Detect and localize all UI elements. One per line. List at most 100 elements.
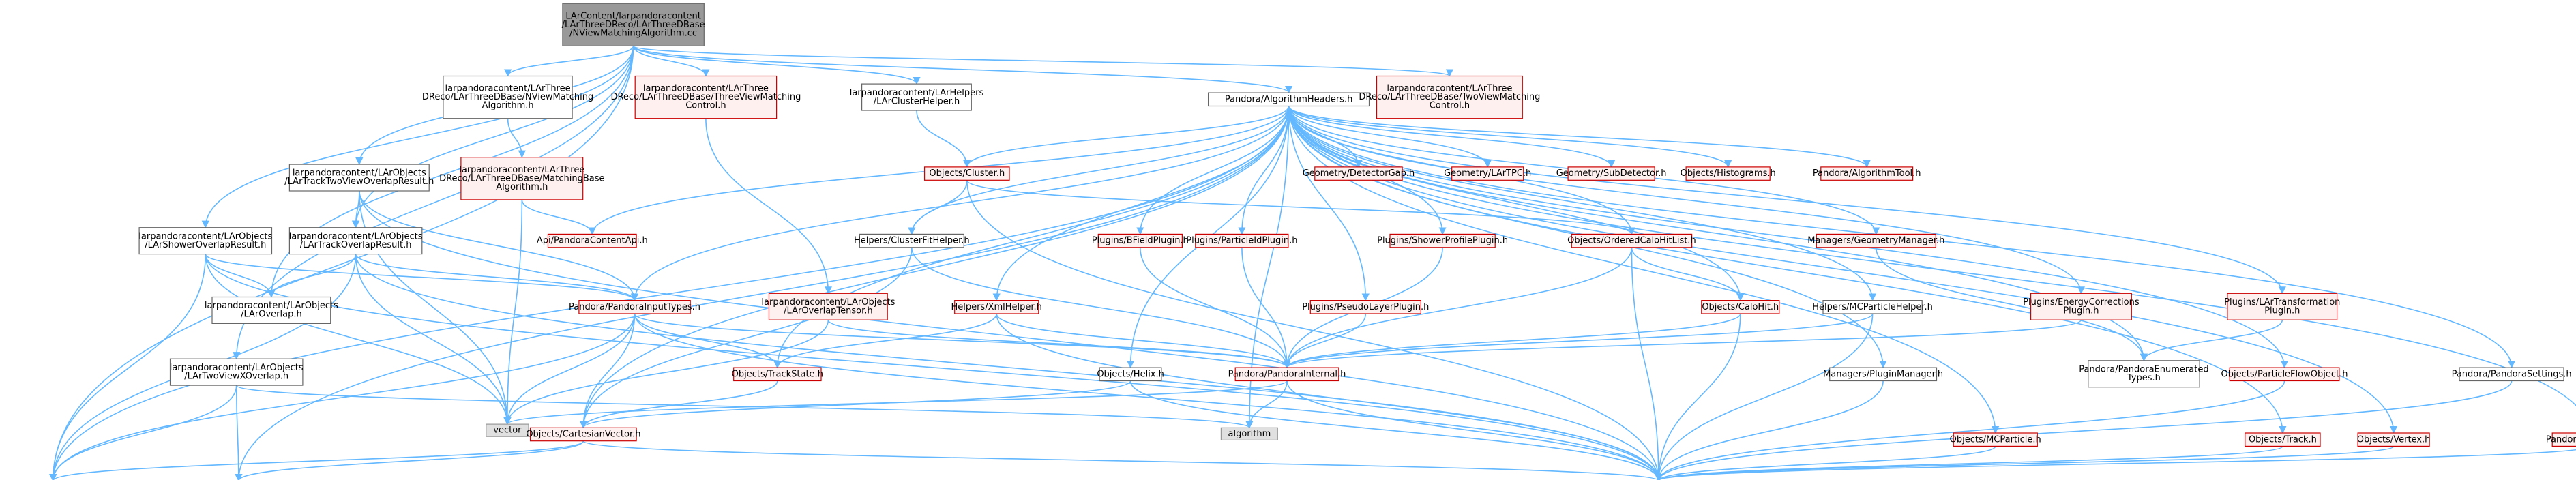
node-box	[1816, 233, 1936, 248]
node-bfp[interactable]: Plugins/BFieldPlugin.h	[1092, 233, 1189, 248]
edge-track-to-psc	[1655, 445, 2283, 480]
node-helix[interactable]: Objects/Helix.h	[1097, 367, 1164, 382]
node-obj_hist[interactable]: Objects/Histograms.h	[1681, 166, 1776, 181]
node-box	[211, 296, 331, 325]
node-label: Types.h	[2127, 373, 2161, 383]
node-api[interactable]: Api/PandoraContentApi.h	[537, 233, 648, 248]
node-vector[interactable]: vector	[486, 423, 529, 437]
node-label: /NViewMatchingAlgorithm.cc	[569, 28, 697, 38]
node-box	[2459, 367, 2564, 382]
edge-xml-to-trackstate	[773, 313, 997, 369]
node-ochl[interactable]: Objects/OrderedCaloHitList.h	[1567, 233, 1696, 248]
node-pit[interactable]: Pandora/PandoraInputTypes.h	[569, 300, 700, 314]
edge-pah-to-geo_sub	[1288, 106, 1616, 168]
node-pdg[interactable]: Pandora/PdgTable.h	[2546, 432, 2576, 447]
edge-pit-to-psc	[634, 314, 1663, 480]
node-cfh[interactable]: Helpers/ClusterFitHelper.h	[854, 233, 970, 248]
node-box	[1234, 367, 1339, 382]
node-cv[interactable]: Objects/CartesianVector.h	[526, 427, 640, 442]
node-algorithm[interactable]: algorithm	[1220, 427, 1278, 440]
node-mcp[interactable]: Objects/MCParticle.h	[1950, 432, 2041, 447]
node-box	[2551, 432, 2576, 447]
edge-sor-to-overlap	[205, 254, 276, 298]
edge-pah-to-pdg	[1288, 106, 2576, 406]
node-track[interactable]: Objects/Track.h	[2245, 432, 2321, 447]
node-box	[2357, 432, 2430, 447]
node-tor[interactable]: larpandoracontent/LArObjects/LArTrackOve…	[288, 227, 423, 255]
node-box	[1314, 166, 1403, 181]
node-trackstate[interactable]: Objects/TrackState.h	[732, 367, 823, 382]
node-root[interactable]: LArContent/larpandoracontent/LArThreeDRe…	[562, 3, 705, 47]
node-box	[1701, 300, 1780, 314]
node-twvo[interactable]: larpandoracontent/LArObjects/LArTwoViewX…	[170, 358, 304, 386]
node-ttvor[interactable]: larpandoracontent/LArObjects/LArTrackTwo…	[284, 164, 434, 192]
node-label: Objects/TrackState.h	[732, 369, 823, 379]
node-pah[interactable]: Pandora/AlgorithmHeaders.h	[1207, 92, 1370, 107]
node-label: Helpers/MCParticleHelper.h	[1812, 302, 1933, 312]
node-overlap[interactable]: larpandoracontent/LArObjects/LArOverlap.…	[205, 296, 338, 325]
node-ppi[interactable]: Pandora/PandoraInternal.h	[1228, 367, 1346, 382]
node-label: Geometry/SubDetector.h	[1556, 168, 1667, 179]
edge-pit-to-cv	[579, 314, 636, 429]
edge-cv-to-psc	[582, 440, 1662, 480]
node-label: larpandoracontent/LArThree	[459, 165, 584, 175]
edge-mcph-to-psc	[1655, 314, 1874, 480]
node-label: /LArOverlap.h	[241, 310, 302, 320]
node-geo_tpc[interactable]: Geometry/LArTPC.h	[1444, 166, 1531, 181]
edge-pah-to-cv	[579, 106, 1290, 429]
node-plp[interactable]: Plugins/PseudoLayerPlugin.h	[1302, 300, 1429, 314]
node-box	[2088, 360, 2200, 388]
node-spp[interactable]: Plugins/ShowerProfilePlugin.h	[1377, 233, 1508, 248]
node-xml[interactable]: Helpers/XmlHelper.h	[951, 300, 1042, 314]
node-alg_tool[interactable]: Pandora/AlgorithmTool.h	[1813, 166, 1921, 181]
node-box	[923, 166, 1010, 181]
edge-twvo-to-cmath	[49, 385, 237, 480]
node-label: Helpers/XmlHelper.h	[951, 302, 1041, 312]
edge-ochl-to-psc	[1631, 247, 1663, 480]
node-pfo[interactable]: Objects/ParticleFlowObject.h	[2221, 367, 2348, 382]
node-label: /LArOverlapTensor.h	[784, 306, 872, 316]
edge-mgm-to-pet	[1876, 247, 2148, 361]
node-label: Plugins/BFieldPlugin.h	[1092, 236, 1189, 246]
node-label: Objects/OrderedCaloHitList.h	[1567, 236, 1696, 246]
edge-ochl-to-ppi	[1283, 247, 1633, 369]
node-box	[1567, 166, 1655, 181]
node-twvm_h[interactable]: larpandoracontent/LArThreeDReco/LArThree…	[1359, 75, 1540, 119]
node-label: vector	[493, 425, 522, 436]
node-mgm[interactable]: Managers/GeometryManager.h	[1807, 233, 1944, 248]
node-pip[interactable]: Plugins/ParticleIdPlugin.h	[1186, 233, 1298, 248]
node-mplug[interactable]: Managers/PluginManager.h	[1823, 367, 1943, 382]
node-label: Objects/Vertex.h	[2357, 434, 2431, 445]
node-label: Api/PandoraContentApi.h	[537, 236, 648, 246]
node-tvm_h[interactable]: larpandoracontent/LArThreeDReco/LArThree…	[610, 75, 801, 119]
edge-cluster-to-cfh	[908, 180, 968, 235]
node-label: larpandoracontent/LArThree	[445, 84, 571, 94]
node-box	[288, 227, 423, 255]
node-geo_gap[interactable]: Geometry/DetectorGap.h	[1303, 166, 1415, 181]
node-ch_h[interactable]: larpandoracontent/LArHelpers/LArClusterH…	[850, 83, 984, 111]
edge-pah-to-pfo	[1288, 106, 2289, 369]
node-vertex[interactable]: Objects/Vertex.h	[2357, 432, 2431, 447]
node-sor[interactable]: larpandoracontent/LArObjects/LArShowerOv…	[138, 227, 272, 255]
node-nvm_h[interactable]: larpandoracontent/LArThreeDReco/LArThree…	[422, 75, 593, 119]
edge-calohit-to-ppi	[1283, 313, 1741, 369]
edge-mcp-to-psc	[1655, 445, 1996, 480]
edge-twvo-to-algorithm	[235, 385, 1254, 429]
node-cluster[interactable]: Objects/Cluster.h	[923, 166, 1010, 181]
node-box	[1953, 432, 2038, 447]
node-ovt[interactable]: larpandoracontent/LArObjects/LArOverlapT…	[761, 292, 895, 320]
node-mba[interactable]: larpandoracontent/LArThreeDReco/LArThree…	[439, 157, 605, 200]
node-box	[1220, 427, 1278, 440]
node-geo_sub[interactable]: Geometry/SubDetector.h	[1556, 166, 1667, 181]
edge-pah-to-mcph	[1288, 106, 1877, 301]
node-pset[interactable]: Pandora/PandoraSettings.h	[2452, 367, 2572, 382]
node-mcph[interactable]: Helpers/MCParticleHelper.h	[1812, 300, 1933, 314]
node-box	[1389, 233, 1496, 248]
node-calohit[interactable]: Objects/CaloHit.h	[1701, 300, 1780, 314]
edge-tor-to-overlap	[267, 254, 357, 298]
edge-cfh-to-ppi	[911, 247, 1291, 369]
edge-sor-to-psc	[205, 254, 1663, 480]
